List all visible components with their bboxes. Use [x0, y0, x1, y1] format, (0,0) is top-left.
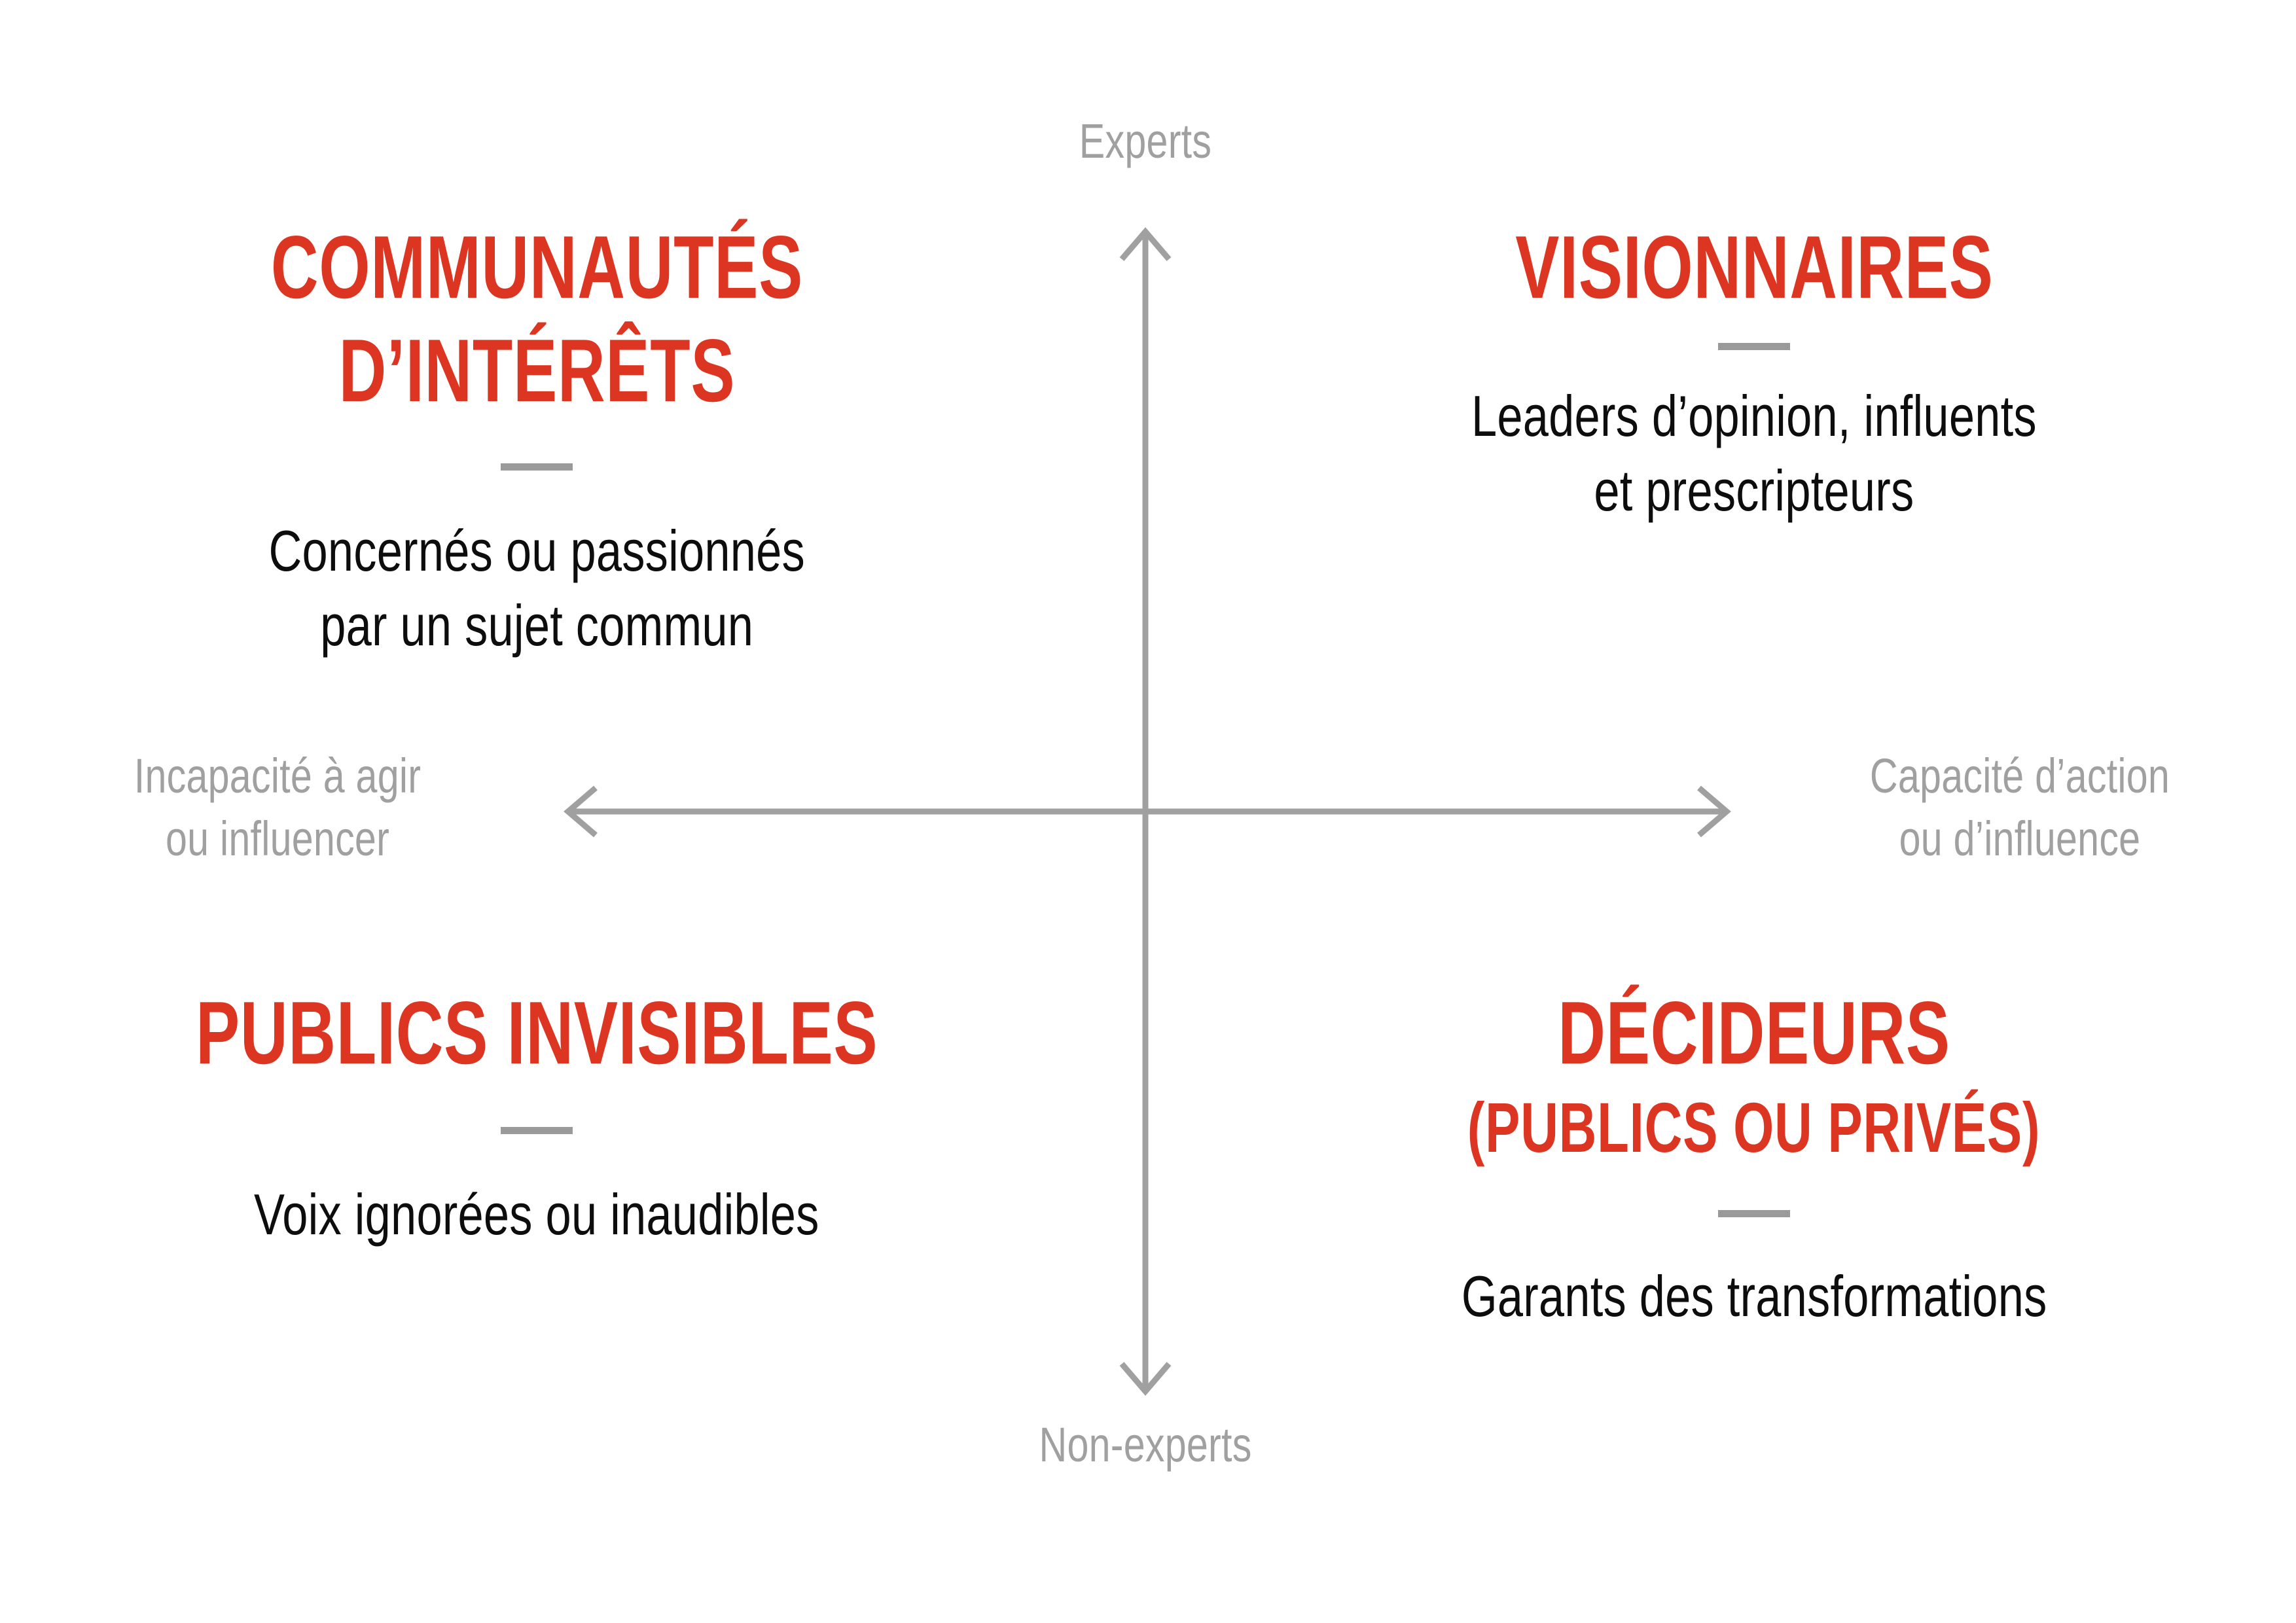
- quadrant-divider: [1718, 1210, 1790, 1218]
- quadrant-divider: [1718, 342, 1790, 350]
- axis-label-non-experts: Non-experts: [1039, 1418, 1252, 1472]
- quadrant-divider: [501, 1126, 573, 1134]
- quadrant-visionnaires: VISIONNAIRES Leaders d’opinion, influent…: [1244, 216, 2265, 529]
- quadrant-title-communautes-d-interets: COMMUNAUTÉS D’INTÉRÊTS: [270, 217, 803, 420]
- quadrant-publics-invisibles: PUBLICS INVISIBLES Voix ignorées ou inau…: [26, 982, 1047, 1252]
- axis-label-capacite-d-action: Capacité d’action ou d’influence: [1869, 749, 2170, 866]
- quadrant-title-visionnaires: VISIONNAIRES: [1515, 217, 1994, 317]
- quadrant-description-communautes-d-interets: Concernés ou passionnés par un sujet com…: [268, 518, 805, 658]
- axis-label-experts: Experts: [1079, 114, 1212, 168]
- quadrant-decideurs: DÉCIDEURS (PUBLICS OU PRIVÉS) Garants de…: [1244, 982, 2265, 1334]
- axis-arrow-down-icon: [1119, 1362, 1172, 1396]
- quadrant-title-publics-invisibles: PUBLICS INVISIBLES: [195, 983, 878, 1082]
- quadrant-description-publics-invisibles: Voix ignorées ou inaudibles: [254, 1181, 819, 1247]
- axis-label-incapacite-a-agir: Incapacité à agir ou influencer: [134, 749, 422, 866]
- axis-arrow-up-icon: [1119, 227, 1172, 261]
- quadrant-subtitle-decideurs: (PUBLICS OU PRIVÉS): [1467, 1087, 2041, 1167]
- quadrant-description-visionnaires: Leaders d’opinion, influents et prescrip…: [1471, 383, 2037, 524]
- quadrant-communautes-d-interets: COMMUNAUTÉS D’INTÉRÊTS Concernés ou pass…: [26, 216, 1047, 663]
- quadrant-description-decideurs: Garants des transformations: [1461, 1264, 2047, 1329]
- quadrant-title-decideurs: DÉCIDEURS: [1558, 983, 1950, 1082]
- axis-arrow-right-icon: [1697, 785, 1731, 838]
- axis-arrow-left-icon: [564, 785, 598, 838]
- quadrant-divider: [501, 463, 573, 471]
